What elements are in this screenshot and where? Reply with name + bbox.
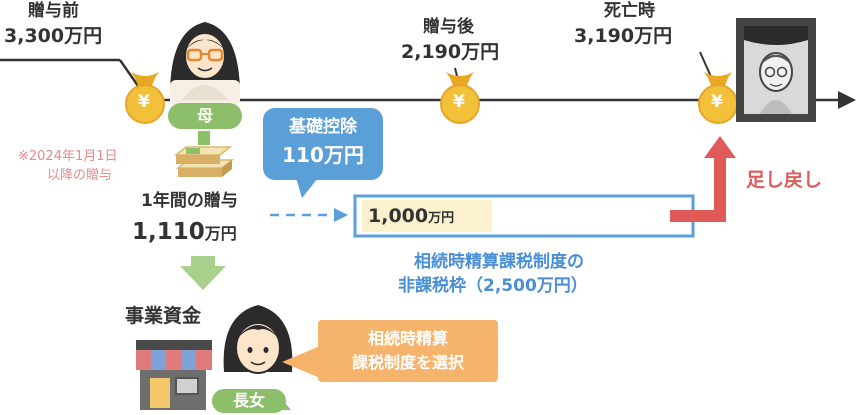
clawback-arrow-head — [704, 136, 736, 158]
selection-line1: 相続時精算 — [367, 329, 448, 348]
dashed-arrow-head — [334, 208, 348, 222]
daughter-badge-bg — [212, 389, 286, 413]
selection-banner-tail — [282, 346, 320, 378]
deduction-bubble-bg — [263, 108, 383, 180]
note-line2: 以降の贈与 — [47, 168, 113, 183]
mother-icon — [170, 22, 240, 106]
timeline-arrow-icon — [838, 91, 856, 109]
memorial-portrait-icon — [736, 18, 816, 122]
frame-fill — [362, 200, 492, 232]
yen-before-icon: ¥ — [138, 92, 150, 112]
note-line1: ※2024年1月1日 — [18, 149, 118, 164]
shop-icon — [136, 340, 212, 410]
frame-amount-number: 1,000 — [368, 205, 429, 227]
deduction-title: 基礎控除 — [289, 117, 357, 137]
green-arrow-small — [198, 131, 210, 145]
frame-amount: 1,000万円 — [368, 205, 454, 227]
before-amount: 3,300万円 — [4, 25, 103, 47]
clawback-arrow-line — [670, 155, 726, 222]
before-label: 贈与前 — [28, 1, 79, 21]
nontaxable-line2: 非課税枠（2,500万円） — [398, 276, 588, 296]
nontaxable-line1: 相続時精算課税制度の — [414, 252, 584, 272]
deduction-bubble-tail — [296, 178, 318, 198]
after-label: 贈与後 — [423, 17, 474, 37]
gift-amount-unit: 万円 — [204, 224, 237, 243]
selection-line2: 課税制度を選択 — [351, 353, 464, 372]
gift-amount-number: 1,110 — [132, 219, 205, 245]
deduction-amount: 110万円 — [282, 143, 364, 167]
business-label: 事業資金 — [125, 305, 202, 327]
mother-badge: 母 — [196, 106, 213, 125]
yen-after-icon: ¥ — [453, 92, 465, 112]
selection-banner-bg — [318, 320, 498, 382]
yen-death-icon: ¥ — [711, 92, 723, 112]
death-label: 死亡時 — [604, 1, 655, 21]
money-stack-icon — [173, 146, 235, 177]
gift-label: 1年間の贈与 — [141, 191, 238, 211]
daughter-badge: 長女 — [232, 391, 265, 410]
frame-amount-unit: 万円 — [428, 211, 455, 226]
after-amount: 2,190万円 — [401, 41, 500, 63]
green-down-arrow-icon — [180, 256, 226, 290]
gift-amount: 1,110万円 — [132, 219, 237, 245]
mother-badge-bg — [168, 103, 242, 129]
clawback-label: 足し戻し — [746, 169, 823, 191]
death-amount: 3,190万円 — [574, 25, 673, 47]
